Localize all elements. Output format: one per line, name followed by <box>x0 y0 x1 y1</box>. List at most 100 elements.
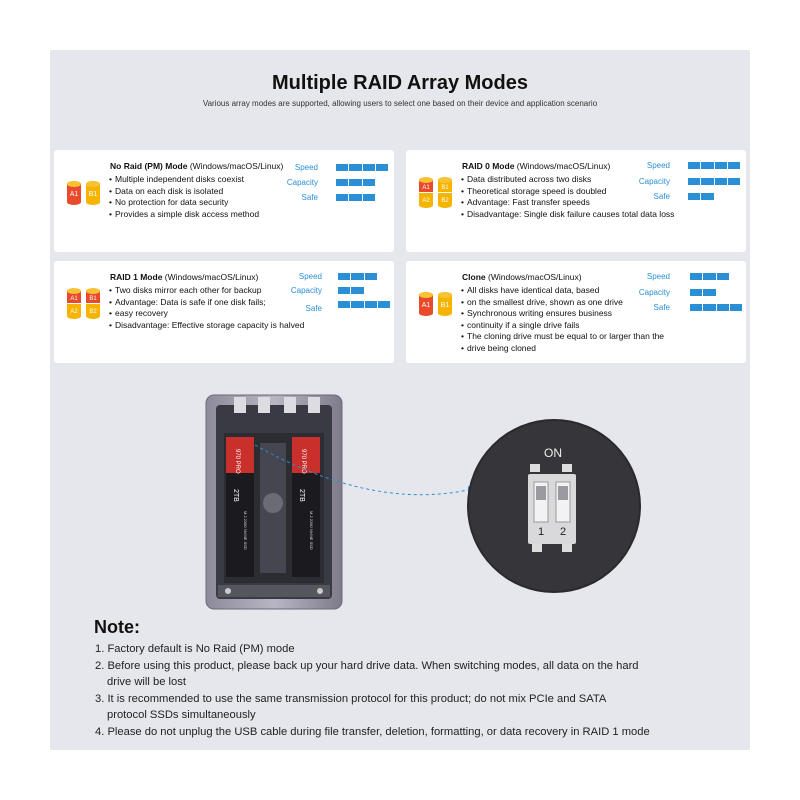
list-item: Data on each disk is isolated <box>109 186 259 198</box>
rating-segment <box>375 164 388 171</box>
mode-bullets: Two disks mirror each other for backup A… <box>109 285 304 331</box>
rating-segment <box>362 194 375 201</box>
capacity-label: Capacity <box>286 178 318 187</box>
rating-segment <box>714 193 727 200</box>
rating-segment <box>338 287 351 294</box>
svg-text:B1: B1 <box>89 296 97 302</box>
note-item: 3. It is recommended to use the same tra… <box>95 692 607 705</box>
switch-on-label: ON <box>544 446 562 460</box>
svg-text:2TB: 2TB <box>298 489 305 502</box>
list-item: Provides a simple disk access method <box>109 209 259 221</box>
rating-segment <box>364 273 377 280</box>
capacity-bar <box>336 179 388 186</box>
rating-segment <box>362 164 375 171</box>
list-item: easy recovery <box>109 308 304 320</box>
list-item: Multiple independent disks coexist <box>109 174 259 186</box>
rating-segment <box>714 178 727 185</box>
mode-card-raid0: A1 B1 A2 B2 RAID 0 Mode (Windows/macOS/L… <box>406 150 746 252</box>
rating-segment <box>349 164 362 171</box>
speed-bar <box>690 273 742 280</box>
safe-bar <box>688 193 740 200</box>
ssd-right: 970 PRO 2TB M.2 2280 NVME SSD <box>292 437 320 577</box>
note-item-cont: protocol SSDs simultaneously <box>107 709 256 722</box>
mode-heading: Clone (Windows/macOS/Linux) <box>462 272 582 282</box>
switch-label-1: 1 <box>538 526 544 538</box>
speed-bar <box>688 162 740 169</box>
mode-heading: RAID 0 Mode (Windows/macOS/Linux) <box>462 161 611 171</box>
list-item: Data distributed across two disks <box>461 174 674 186</box>
capacity-bar <box>688 178 740 185</box>
svg-text:B2: B2 <box>441 198 449 204</box>
mode-card-raid1: A1 B1 A2 B2 RAID 1 Mode (Windows/macOS/L… <box>54 261 394 363</box>
rating-segment <box>690 273 703 280</box>
speed-label: Speed <box>298 272 322 281</box>
page-title: Multiple RAID Array Modes <box>272 72 528 94</box>
rating-segment <box>716 304 729 311</box>
list-item: No protection for data security <box>109 197 259 209</box>
rating-segment <box>336 179 349 186</box>
note-item-cont: drive will be lost <box>107 676 186 689</box>
rating-segment <box>690 289 703 296</box>
svg-text:A1: A1 <box>70 296 78 302</box>
rating-segment <box>729 289 742 296</box>
list-item: Advantage: Fast transfer speeds <box>461 197 674 209</box>
rating-segment <box>701 162 714 169</box>
rating-segment <box>362 179 375 186</box>
rating-segment <box>703 289 716 296</box>
pointer-line <box>254 444 476 496</box>
rating-segment <box>375 179 388 186</box>
list-item: The cloning drive must be equal to or la… <box>461 331 664 343</box>
list-item: Advantage: Data is safe if one disk fail… <box>109 297 304 309</box>
svg-text:B1: B1 <box>441 185 449 191</box>
mode-card-no-raid: A1 B1 No Raid (PM) Mode (Windows/macOS/L… <box>54 150 394 252</box>
notes-list: 1. Factory default is No Raid (PM) mode … <box>95 641 650 741</box>
svg-text:2TB: 2TB <box>232 489 239 502</box>
rating-segment <box>364 287 377 294</box>
mode-bullets: All disks have identical data, based on … <box>461 285 664 355</box>
rating-segment <box>690 304 703 311</box>
svg-text:A1: A1 <box>422 185 430 191</box>
rating-segment <box>688 162 701 169</box>
svg-text:A2: A2 <box>422 198 430 204</box>
rating-segment <box>701 178 714 185</box>
rating-segment <box>688 178 701 185</box>
rating-segment <box>338 273 351 280</box>
mode-bullets: Data distributed across two disks Theore… <box>461 174 674 221</box>
notes-title: Note: <box>94 617 140 637</box>
note-item: 4. Please do not unplug the USB cable du… <box>95 725 650 738</box>
capacity-bar <box>338 287 390 294</box>
list-item: Theoretical storage speed is doubled <box>461 186 674 198</box>
safe-label: Safe <box>301 193 318 202</box>
list-item: Disadvantage: Single disk failure causes… <box>461 209 674 221</box>
rating-segment <box>716 289 729 296</box>
rating-segment <box>377 273 390 280</box>
rating-segment <box>377 301 390 308</box>
speed-bar <box>336 164 388 171</box>
capacity-bar <box>690 289 742 296</box>
ssd-enclosure-image: 970 PRO 2TB M.2 2280 NVME SSD 970 PRO 2T… <box>205 394 343 610</box>
dip-switch-zoom: ON 1 2 <box>467 419 641 593</box>
rating-segment <box>727 162 740 169</box>
rating-segment <box>349 194 362 201</box>
rating-segment <box>336 164 349 171</box>
speed-label: Speed <box>646 161 670 170</box>
rating-segment <box>729 304 742 311</box>
rating-segment <box>703 273 716 280</box>
rating-segment <box>727 193 740 200</box>
disk-stack-icon: A1 B1 <box>419 292 452 316</box>
rating-segment <box>377 287 390 294</box>
svg-text:B1: B1 <box>441 302 450 309</box>
mode-heading: No Raid (PM) Mode (Windows/macOS/Linux) <box>110 161 284 171</box>
rating-segment <box>351 301 364 308</box>
speed-bar <box>338 273 390 280</box>
mode-bullets: Multiple independent disks coexist Data … <box>109 174 259 221</box>
list-item: drive being cloned <box>461 343 664 355</box>
mode-card-clone: A1 B1 Clone (Windows/macOS/Linux) All di… <box>406 261 746 363</box>
ssd-left: 970 PRO 2TB M.2 2280 NVME SSD <box>226 437 254 577</box>
note-item: 1. Factory default is No Raid (PM) mode <box>95 643 295 655</box>
list-item: on the smallest drive, shown as one driv… <box>461 297 664 309</box>
svg-text:A1: A1 <box>422 302 431 309</box>
capacity-label: Capacity <box>290 286 322 295</box>
rating-segment <box>688 193 701 200</box>
safe-label: Safe <box>653 303 670 312</box>
